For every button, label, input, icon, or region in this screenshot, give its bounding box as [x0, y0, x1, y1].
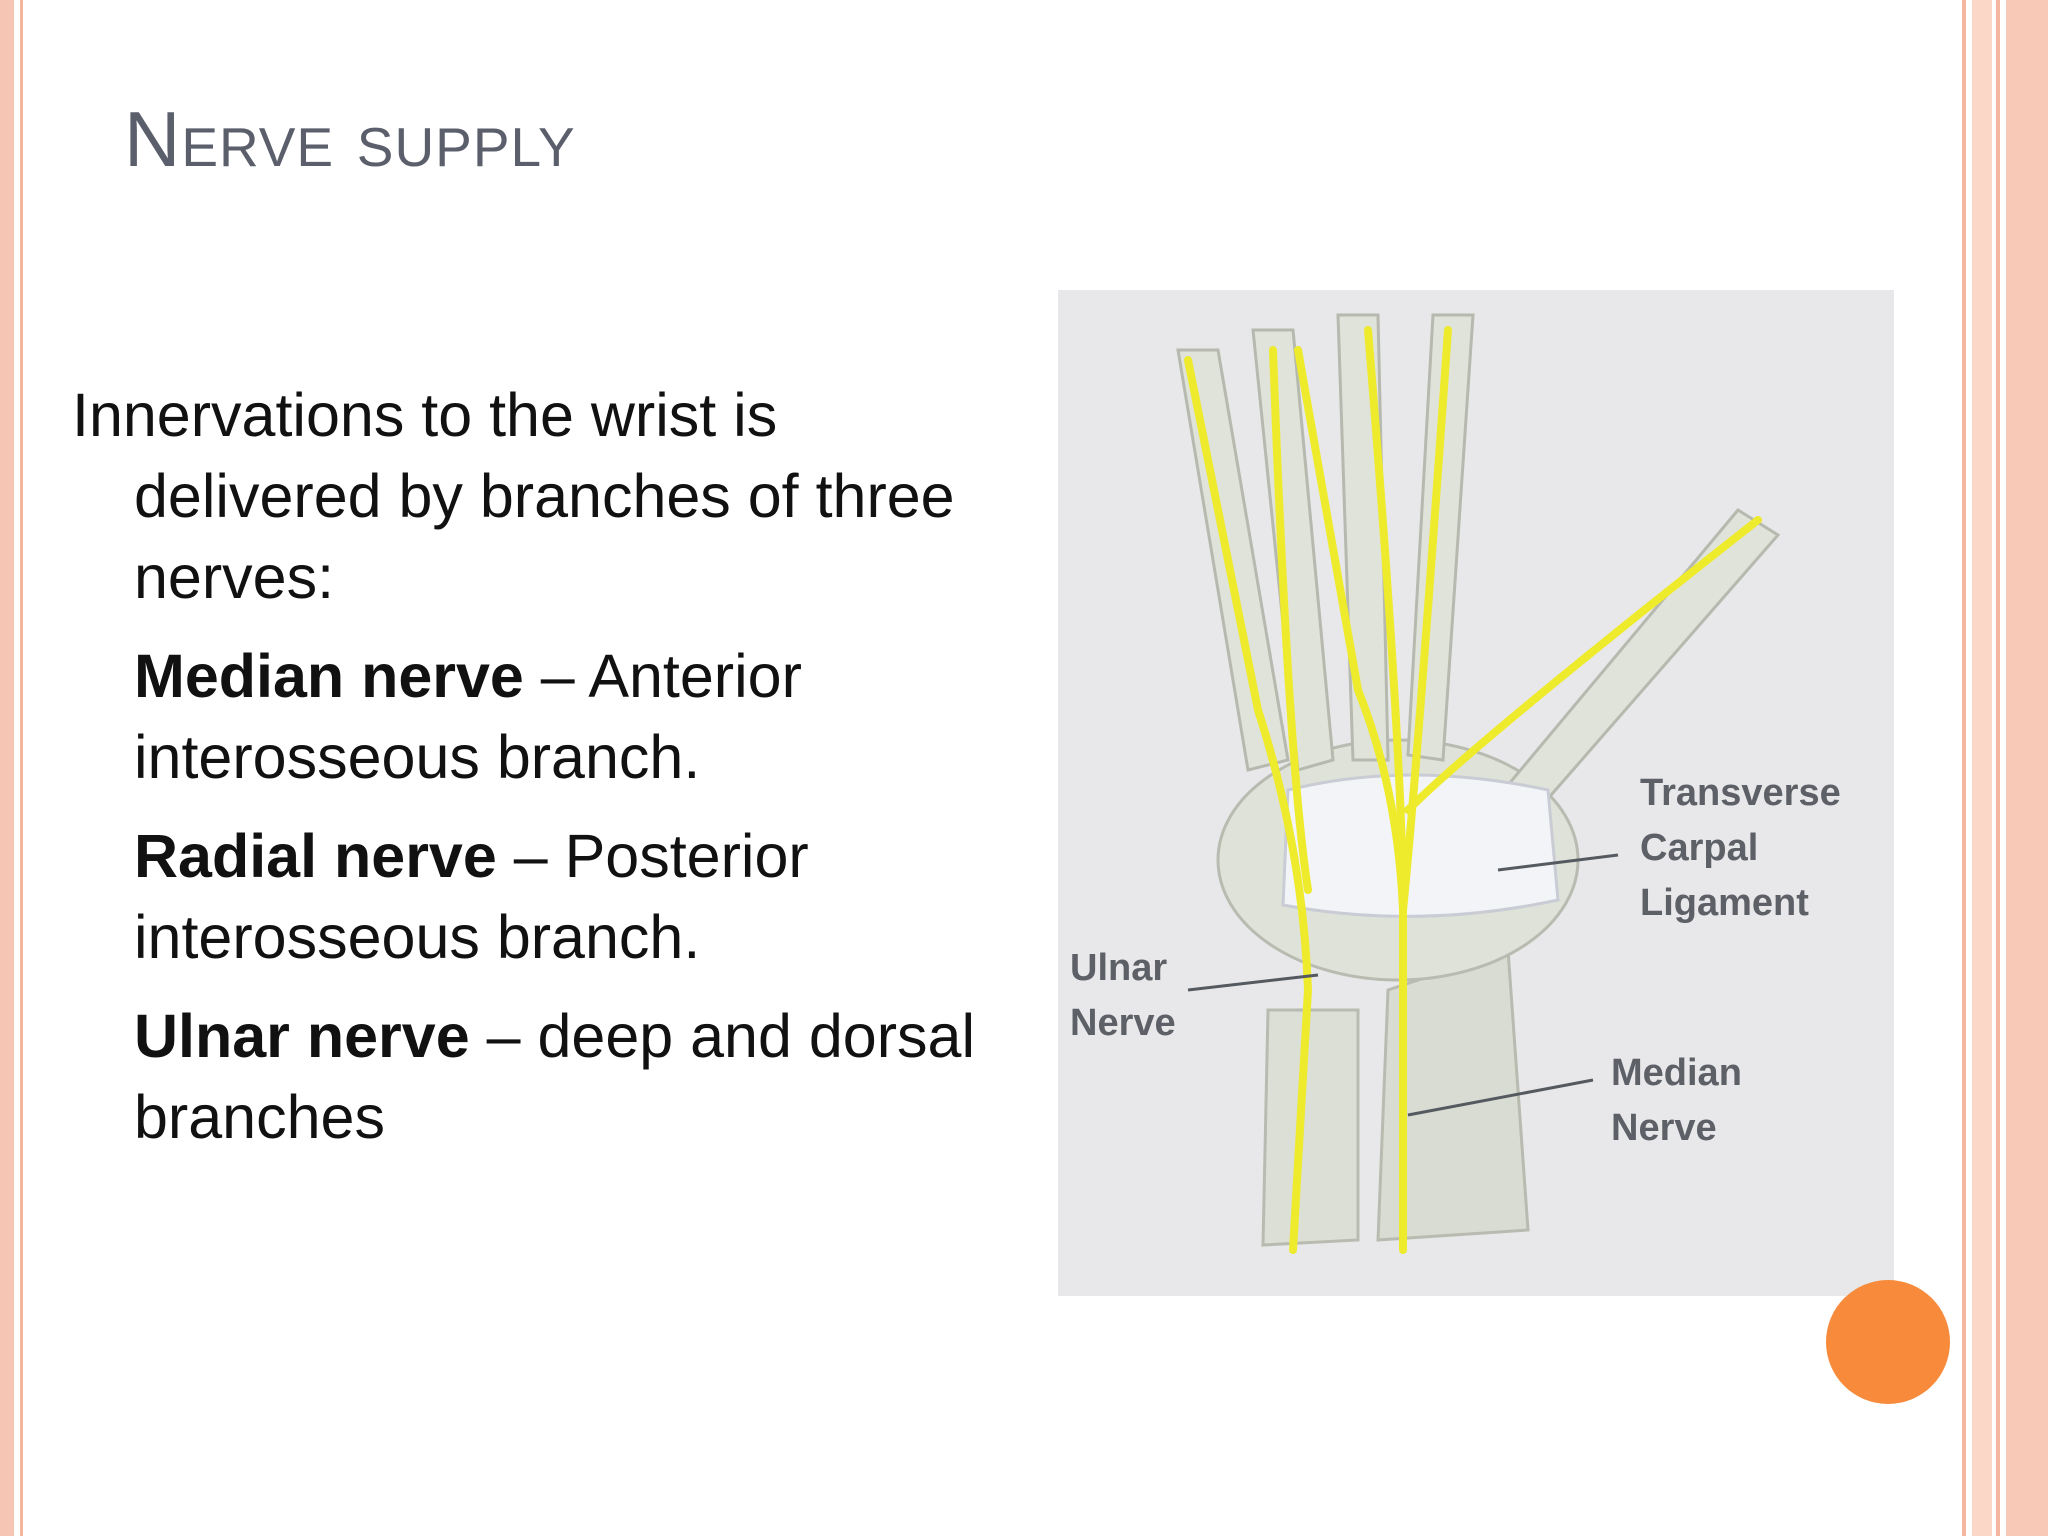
wrist-nerve-illustration: Transverse Carpal Ligament Ulnar Nerve M…: [1058, 290, 1894, 1296]
right-border-line-2: [1996, 0, 2000, 1536]
nerve-lines: [1184, 326, 1762, 1254]
ulnar-nerve-path: [1184, 356, 1313, 1254]
right-border-band: [1972, 0, 1992, 1536]
median-nerve-item: Median nerve – Anterior interosseous bra…: [72, 636, 992, 798]
ulnar-nerve-term: Ulnar nerve: [134, 1002, 470, 1070]
ulna-bone: [1261, 1008, 1360, 1247]
ulnar-nerve-item: Ulnar nerve – deep and dorsal branches: [72, 996, 992, 1158]
median-nerve-desc: – Anterior interosseous branch.: [134, 642, 802, 791]
label-ulnar-1: Ulnar: [1070, 947, 1167, 989]
label-ulnar-2: Nerve: [1070, 1002, 1176, 1044]
transverse-carpal-ligament: [1281, 773, 1560, 918]
right-border-line: [1962, 0, 1966, 1536]
label-transverse-1: Transverse: [1640, 772, 1841, 814]
left-border-stripe: [0, 0, 14, 1536]
ulnar-nerve-desc: – deep and dorsal branches: [134, 1002, 975, 1151]
intro-paragraph: Innervations to the wrist is delivered b…: [72, 381, 955, 611]
left-border-line: [20, 0, 23, 1536]
label-transverse-2: Carpal: [1640, 827, 1758, 869]
label-leaders: [1187, 853, 1619, 1117]
right-border-stripe: [2006, 0, 2048, 1536]
hand-skeleton-drawing: Transverse Carpal Ligament Ulnar Nerve M…: [1070, 313, 1841, 1254]
slide-body: Innervations to the wrist is delivered b…: [72, 375, 992, 1176]
radial-nerve-desc: – Posterior interosseous branch.: [134, 822, 809, 971]
label-median-1: Median: [1611, 1052, 1742, 1094]
accent-dot: [1826, 1280, 1950, 1404]
label-transverse-3: Ligament: [1640, 882, 1809, 924]
slide-title: Nerve supply: [124, 95, 576, 183]
median-nerve-term: Median nerve: [134, 642, 524, 710]
radial-nerve-term: Radial nerve: [134, 822, 497, 890]
radial-nerve-item: Radial nerve – Posterior interosseous br…: [72, 816, 992, 978]
label-median-2: Nerve: [1611, 1107, 1717, 1149]
